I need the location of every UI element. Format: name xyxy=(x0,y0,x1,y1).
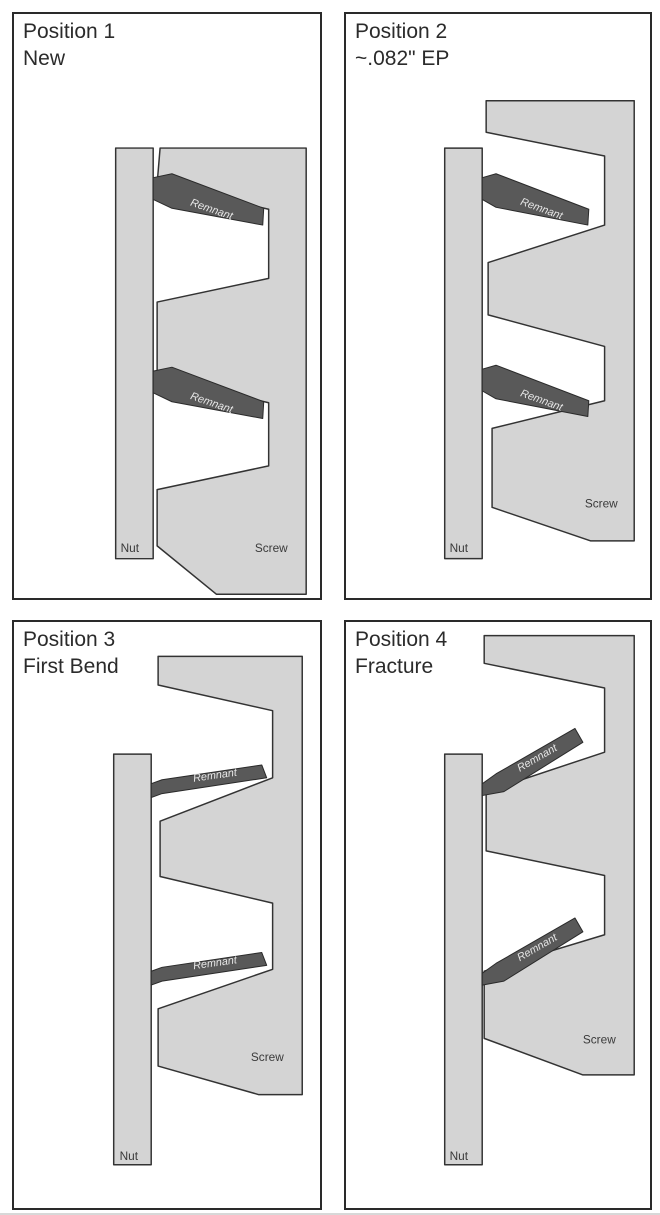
panel-title: Position 3 First Bend xyxy=(23,626,119,680)
nut-label: Nut xyxy=(450,541,469,555)
screw-body xyxy=(157,655,303,1096)
thread-diagram: Remnant Remnant Nut Screw xyxy=(112,655,303,1166)
position-state: Fracture xyxy=(355,655,434,678)
nut-body xyxy=(443,753,483,1166)
position-label: Position 2 xyxy=(355,20,448,43)
position-label: Position 4 xyxy=(355,628,448,651)
bottom-divider xyxy=(0,1213,660,1215)
nut-label: Nut xyxy=(450,1149,469,1163)
panel-position-4: Position 4 Fracture Remnant Remnant Nut … xyxy=(344,620,652,1210)
thread-diagram: Remnant Remnant Nut Screw xyxy=(443,634,635,1166)
thread-diagram: Remnant Remnant Nut Screw xyxy=(114,147,307,595)
screw-label: Screw xyxy=(585,496,618,510)
position-state: ~.082" EP xyxy=(355,47,450,70)
remnant-strip xyxy=(481,364,590,418)
screw-body xyxy=(485,99,635,542)
remnant-strip xyxy=(152,173,265,226)
position-state: First Bend xyxy=(23,655,119,678)
remnant-strip xyxy=(481,917,584,986)
position-state: New xyxy=(23,47,66,70)
screw-label: Screw xyxy=(251,1050,284,1064)
panel-title: Position 4 Fracture xyxy=(355,626,447,680)
screw-body xyxy=(483,634,635,1076)
remnant-strip xyxy=(481,727,584,797)
nut-body xyxy=(443,147,483,560)
screw-label: Screw xyxy=(255,541,288,555)
remnant-strip xyxy=(152,366,265,420)
thread-diagram: Remnant Remnant Nut Screw xyxy=(443,99,635,560)
nut-body xyxy=(112,753,152,1166)
nut-body xyxy=(114,147,154,560)
nut-label: Nut xyxy=(121,541,140,555)
remnant-strip xyxy=(150,764,268,799)
screw-body xyxy=(156,147,307,595)
nut-label: Nut xyxy=(120,1149,139,1163)
panel-position-3: Position 3 First Bend Remnant Remnant Nu… xyxy=(12,620,322,1210)
panel-title: Position 2 ~.082" EP xyxy=(355,18,449,72)
position-label: Position 3 xyxy=(23,628,116,651)
panel-position-1: Position 1 New Remnant Remnant Nut Screw xyxy=(12,12,322,600)
position-label: Position 1 xyxy=(23,20,116,43)
panel-position-2: Position 2 ~.082" EP Remnant Remnant Nut… xyxy=(344,12,652,600)
screw-label: Screw xyxy=(583,1032,616,1046)
remnant-strip xyxy=(150,952,268,986)
remnant-strip xyxy=(481,173,590,226)
panel-title: Position 1 New xyxy=(23,18,115,72)
